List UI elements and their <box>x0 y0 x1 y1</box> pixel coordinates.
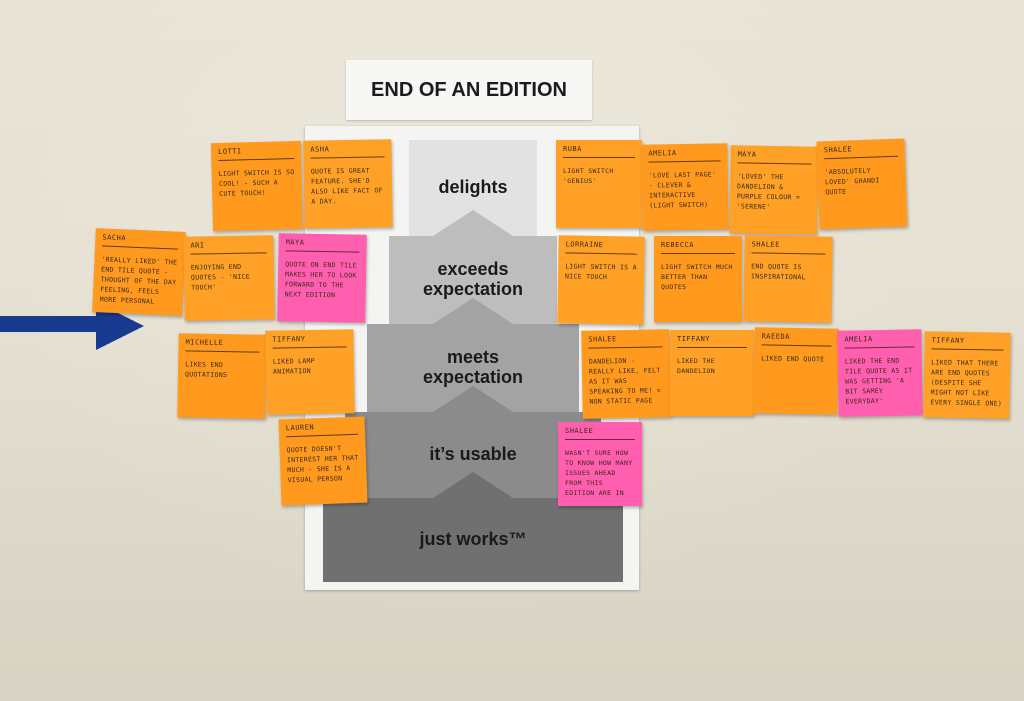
note-text: 'Loved' the dandelion & purple colour = … <box>736 172 801 212</box>
note-text: Light switch much better than quotes <box>661 263 733 292</box>
tier-label: it’s usable <box>429 444 517 465</box>
note-author: Michelle <box>185 338 260 353</box>
note-text: Likes end quotations <box>184 360 228 380</box>
sticky-note: Shalee 'Absolutely loved' Ghandi quote <box>816 138 908 230</box>
note-author: Shalee <box>823 143 899 160</box>
sticky-note: Lotti Light switch is so cool! - Such a … <box>210 140 304 232</box>
note-author: Ari <box>190 240 267 255</box>
sticky-note: Lauren Quote doesn't interest her that m… <box>278 416 368 506</box>
sticky-note: Shalee Dandelion - really like, felt as … <box>581 329 671 419</box>
note-text: Wasn't sure how to know how many issues … <box>565 449 633 498</box>
sticky-note: Maya Quote on end tile makes her to look… <box>277 233 367 323</box>
tier-label: meets expectation <box>422 347 524 387</box>
note-text: Enjoying end quotes - 'nice touch' <box>190 262 251 292</box>
note-text: Quote on end tile makes her to look forw… <box>284 260 357 300</box>
note-author: Rebecca <box>661 241 735 254</box>
sticky-note: Sacha 'Really liked' the end tile quote … <box>92 228 186 316</box>
note-author: Tiffany <box>272 334 347 349</box>
sticky-note: Asha Quote is great feature. She'd also … <box>303 139 393 229</box>
note-text: Liked the end tile quote as it was getti… <box>844 356 913 406</box>
sticky-note: Ari Enjoying end quotes - 'nice touch' <box>183 235 275 321</box>
tier-label: exceeds expectation <box>422 259 524 299</box>
note-text: 'Love last page' - clever & interactive … <box>648 170 717 210</box>
note-text: Quote doesn't interest her that much - s… <box>286 444 359 485</box>
note-author: Ruba <box>563 145 635 158</box>
note-text: Quote is great feature. She'd also like … <box>310 166 383 206</box>
note-text: Dandelion - really like, felt as it was … <box>588 356 662 406</box>
note-text: Light switch is a nice touch <box>564 262 637 282</box>
tier-delights: delights <box>409 140 537 236</box>
tier-exceeds-expectation: exceeds expectation <box>389 236 557 324</box>
sticky-note: Raeeda Liked end quote <box>753 327 839 415</box>
sticky-note: Shalee Wasn't sure how to know how many … <box>558 422 642 506</box>
note-author: Tiffany <box>677 335 747 348</box>
note-text: Liked the dandelion <box>677 357 715 376</box>
note-author: Amelia <box>844 334 915 349</box>
note-author: Lotti <box>217 146 295 162</box>
note-text: 'Absolutely loved' Ghandi quote <box>824 166 880 197</box>
note-text: Light switch 'genius' <box>563 167 614 186</box>
note-author: Lorraine <box>565 240 638 255</box>
blue-tape-arrow <box>0 316 100 332</box>
title-text: END OF AN EDITION <box>371 78 567 101</box>
note-author: Maya <box>737 150 812 165</box>
tier-label: delights <box>438 177 508 198</box>
sticky-note: Tiffany Liked that there are end quotes … <box>923 331 1011 419</box>
note-author: Lauren <box>285 421 359 438</box>
sticky-note: Amelia 'Love last page' - clever & inter… <box>641 143 729 231</box>
sticky-note: Amelia Liked the end tile quote as it wa… <box>837 329 923 417</box>
note-author: Shalee <box>565 427 635 440</box>
tier-arrow <box>433 386 513 412</box>
note-author: Raeeda <box>761 332 832 347</box>
sticky-note: Shalee End quote is inspirational <box>743 235 833 323</box>
tier-arrow <box>433 210 513 236</box>
sticky-note: Maya 'Loved' the dandelion & purple colo… <box>729 145 819 235</box>
sticky-note: Rebecca Light switch much better than qu… <box>654 236 742 322</box>
sticky-note: Tiffany Liked the dandelion <box>670 330 754 416</box>
note-text: End quote is inspirational <box>750 262 806 282</box>
note-author: Shalee <box>751 240 826 255</box>
note-text: Light switch is so cool! - Such a cute t… <box>218 168 295 199</box>
sticky-note: Ruba Light switch 'genius' <box>556 140 642 228</box>
sticky-note: Lorraine Light switch is a nice touch <box>557 235 645 325</box>
tier-just-works: just works™ <box>323 498 623 582</box>
note-text: Liked lamp animation <box>272 356 316 376</box>
title-sheet: END OF AN EDITION <box>346 60 592 120</box>
note-text: 'Really liked' the end tile quote - thou… <box>99 255 178 306</box>
note-author: Amelia <box>648 148 721 163</box>
note-author: Maya <box>285 238 360 253</box>
tier-arrow <box>433 472 513 498</box>
note-author: Asha <box>310 144 385 159</box>
tier-arrow <box>433 298 513 324</box>
note-text: Liked that there are end quotes (despite… <box>930 358 1003 408</box>
tier-meets-expectation: meets expectation <box>367 324 579 412</box>
note-author: Shalee <box>588 334 663 349</box>
note-author: Tiffany <box>931 336 1004 351</box>
note-text: Liked end quote <box>761 354 825 364</box>
note-author: Sacha <box>102 233 179 250</box>
tier-label: just works™ <box>419 529 527 550</box>
sticky-note: Michelle Likes end quotations <box>177 333 267 419</box>
sticky-note: Tiffany Liked lamp animation <box>265 329 355 415</box>
